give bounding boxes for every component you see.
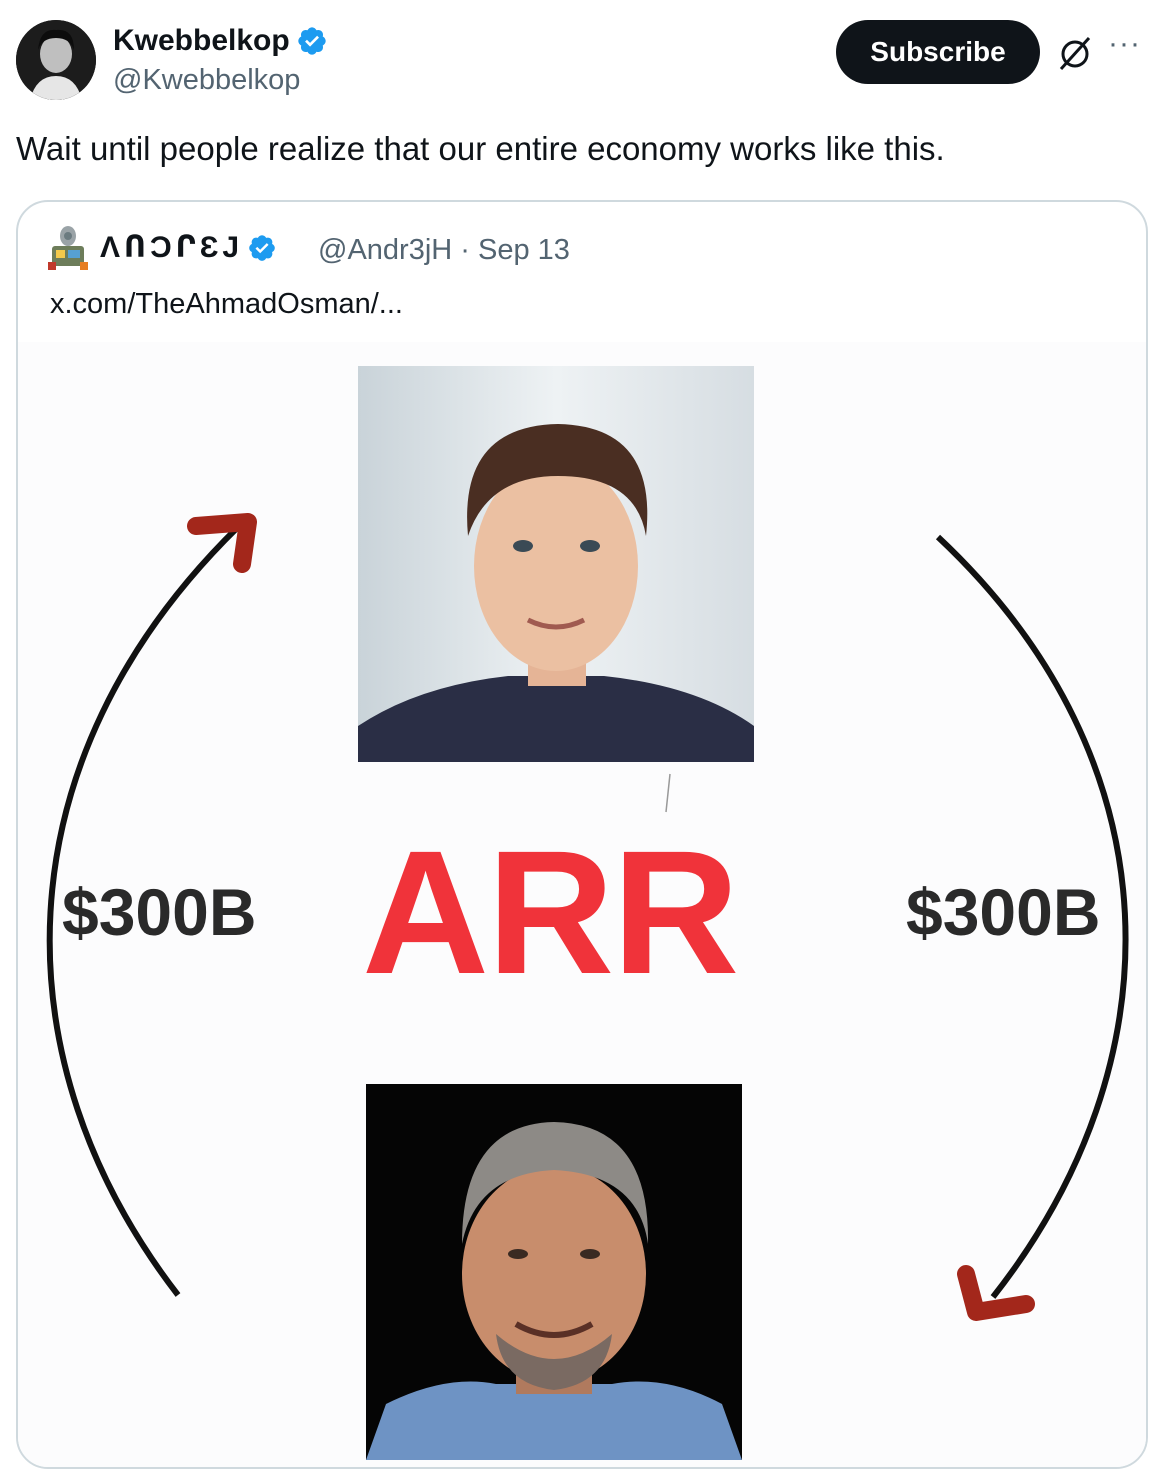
quote-link[interactable]: x.com/TheAhmadOsman/... (50, 288, 403, 320)
verified-badge-icon (249, 234, 275, 261)
arr-label: ARR (362, 815, 739, 1011)
more-options-icon[interactable]: ··· (1108, 27, 1141, 60)
right-amount-label: $300B (906, 875, 1101, 949)
top-portrait-photo (358, 366, 754, 762)
quoted-tweet-card[interactable]: ΛՈƆՐƐJ @Andr3jH · Sep 13 x.com/TheAhmadO… (16, 200, 1148, 1469)
author-handle[interactable]: @Kwebbelkop (113, 64, 301, 96)
author-avatar[interactable] (16, 20, 96, 100)
bottom-portrait-photo (366, 1084, 742, 1460)
subscribe-button[interactable]: Subscribe (836, 20, 1040, 84)
author-name-text[interactable]: Kwebbelkop (113, 24, 290, 57)
quote-media-image[interactable]: $300B ARR $300B (18, 342, 1146, 1467)
verified-badge-icon (298, 27, 326, 55)
avatar-portrait (16, 20, 96, 100)
left-amount-label: $300B (62, 875, 257, 949)
author-name[interactable]: Kwebbelkop (113, 24, 328, 58)
quote-author-avatar[interactable] (46, 224, 90, 274)
quote-handle-date[interactable]: @Andr3jH · Sep 13 (318, 234, 570, 266)
grok-icon[interactable] (1056, 34, 1094, 72)
quote-author-name[interactable]: ΛՈƆՐƐJ (100, 230, 277, 265)
quote-author-name-text[interactable]: ΛՈƆՐƐJ (100, 231, 244, 264)
curved-arrow-icon (46, 513, 1129, 1321)
tweet-text: Wait until people realize that our entir… (16, 130, 945, 167)
